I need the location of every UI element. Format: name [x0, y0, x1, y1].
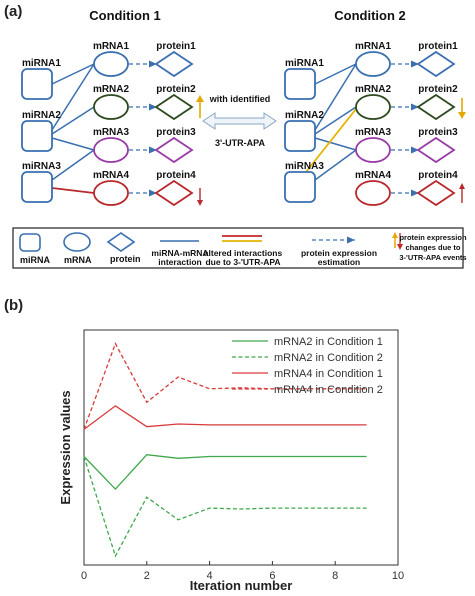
c1-mrna1-label: mRNA1	[93, 41, 130, 52]
x-tick-label: 6	[269, 570, 275, 582]
legend-altered-label-2: due to 3-'UTR-APA	[205, 257, 280, 267]
c1-protein4-down-arrow	[197, 188, 203, 206]
series-line-1	[83, 454, 367, 491]
x-axis-label: Iteration number	[190, 578, 293, 593]
x-tick-label: 10	[392, 570, 404, 582]
c2-mrna4-node	[355, 180, 391, 206]
c2-mrna3-node	[355, 137, 391, 163]
c2-mirna3-label: miRNA3	[285, 161, 324, 172]
legend-mirna-symbol	[19, 233, 41, 252]
c2-mrna2-label: mRNA2	[355, 84, 392, 95]
legend-changes-label-2: changes due to	[405, 243, 460, 252]
legend-estimation-label-2: estimation	[318, 257, 361, 267]
y-axis-label: Expression values	[58, 390, 73, 504]
c2-protein1-node	[416, 50, 456, 78]
condition2-network: miRNA1 miRNA2 miRNA3 mRNA1 mRNA2 mRNA3 m…	[284, 41, 466, 207]
c2-mrna2-node	[355, 94, 391, 120]
transition-text-1: with identified	[209, 94, 271, 104]
condition2-interactions	[314, 63, 357, 181]
c1-protein2-label: protein2	[156, 84, 196, 95]
panel-b-label: (b)	[4, 297, 23, 314]
c1-mirna2-label: miRNA2	[22, 110, 61, 121]
legend-interaction-label-1: miRNA-mRNA	[151, 248, 208, 258]
c2-mirna2-node	[284, 120, 316, 152]
c1-mrna4-label: mRNA4	[93, 170, 130, 181]
c1-mrna3-node	[93, 137, 129, 163]
x-tick-label: 2	[144, 570, 150, 582]
c1-mirna3-node	[21, 171, 53, 203]
condition1-title: Condition 1	[89, 8, 161, 23]
panel-a-label: (a)	[4, 3, 22, 20]
c2-protein4-up-arrow	[459, 183, 465, 203]
c2-protein1-label: protein1	[418, 41, 458, 52]
c2-mirna1-label: miRNA1	[285, 58, 324, 69]
condition2-title: Condition 2	[334, 8, 406, 23]
legend-label-3: mRNA4 in Condition 1	[274, 368, 383, 380]
transition-arrow	[202, 112, 277, 130]
c2-mrna4-label: mRNA4	[355, 170, 392, 181]
legend-changes-label-1: protein expression	[399, 233, 467, 242]
c1-mirna2-node	[21, 120, 53, 152]
c2-mirna3-node	[284, 171, 316, 203]
legend-label-1: mRNA2 in Condition 1	[274, 336, 383, 348]
legend-mrna-symbol	[63, 232, 91, 252]
x-tick-label: 4	[207, 570, 213, 582]
legend-altered-label-1: altered interactions	[204, 248, 283, 258]
plot-frame	[83, 329, 399, 566]
c2-protein2-label: protein2	[418, 84, 458, 95]
c2-protein2-node	[416, 93, 456, 121]
c1-protein3-label: protein3	[156, 127, 196, 138]
c2-protein3-label: protein3	[418, 127, 458, 138]
legend-estimation-label-1: protein expression	[301, 248, 377, 258]
series-line-2	[83, 456, 367, 558]
legend-protein-label: protein	[110, 254, 141, 264]
legend-changes-label-3: 3-'UTR-APA events	[399, 253, 466, 262]
c1-mirna1-node	[21, 68, 53, 100]
c1-mrna2-node	[93, 94, 129, 120]
c1-mrna4-node	[93, 180, 129, 206]
condition2-altered-edge	[305, 108, 357, 173]
c2-mirna1-node	[284, 68, 316, 100]
c1-protein4-node	[154, 179, 194, 207]
c1-mirna3-label: miRNA3	[22, 161, 61, 172]
legend-expression-change-arrows	[392, 232, 403, 250]
c2-mrna1-node	[355, 51, 391, 77]
c2-protein4-node	[416, 179, 456, 207]
c1-mrna1-node	[93, 51, 129, 77]
c1-protein2-node	[154, 93, 194, 121]
transition-text-2: 3'-UTR-APA	[215, 138, 265, 148]
legend-mirna-label: miRNA	[20, 255, 51, 265]
c2-mrna3-label: mRNA3	[355, 127, 392, 138]
c2-mirna2-label: miRNA2	[285, 110, 324, 121]
panel-a-legend: miRNA mRNA protein miRNA-mRNA interactio…	[12, 227, 467, 269]
c2-protein3-node	[416, 136, 456, 164]
legend-label-2: mRNA2 in Condition 2	[274, 352, 383, 364]
condition1-interactions	[51, 63, 95, 181]
legend-interaction-label-2: interaction	[158, 257, 201, 267]
x-tick-label: 8	[332, 570, 338, 582]
c1-protein1-label: protein1	[156, 41, 196, 52]
c2-protein2-down-arrow	[458, 98, 466, 119]
series-line-4	[83, 342, 367, 430]
condition1-network: miRNA1 miRNA2 miRNA3 mRNA1 mRNA2 mRNA3 m…	[21, 41, 204, 207]
legend-label-4: mRNA4 in Condition 2	[274, 384, 383, 396]
c1-protein2-up-arrow	[196, 95, 204, 118]
c1-mrna3-label: mRNA3	[93, 127, 130, 138]
legend-protein-symbol	[106, 232, 136, 252]
c2-protein4-label: protein4	[418, 170, 458, 181]
c1-protein1-node	[154, 50, 194, 78]
series-line-3	[83, 405, 367, 430]
condition1-altered-edge	[51, 187, 95, 194]
c1-protein4-label: protein4	[156, 170, 196, 181]
c1-mirna1-label: miRNA1	[22, 58, 61, 69]
x-tick-label: 0	[81, 570, 87, 582]
c2-mrna1-label: mRNA1	[355, 41, 392, 52]
legend-mrna-label: mRNA	[64, 255, 92, 265]
panel-a: (a) Condition 1 Condition 2 miRNA1 m	[4, 3, 467, 269]
c1-mrna2-label: mRNA2	[93, 84, 130, 95]
c1-protein3-node	[154, 136, 194, 164]
